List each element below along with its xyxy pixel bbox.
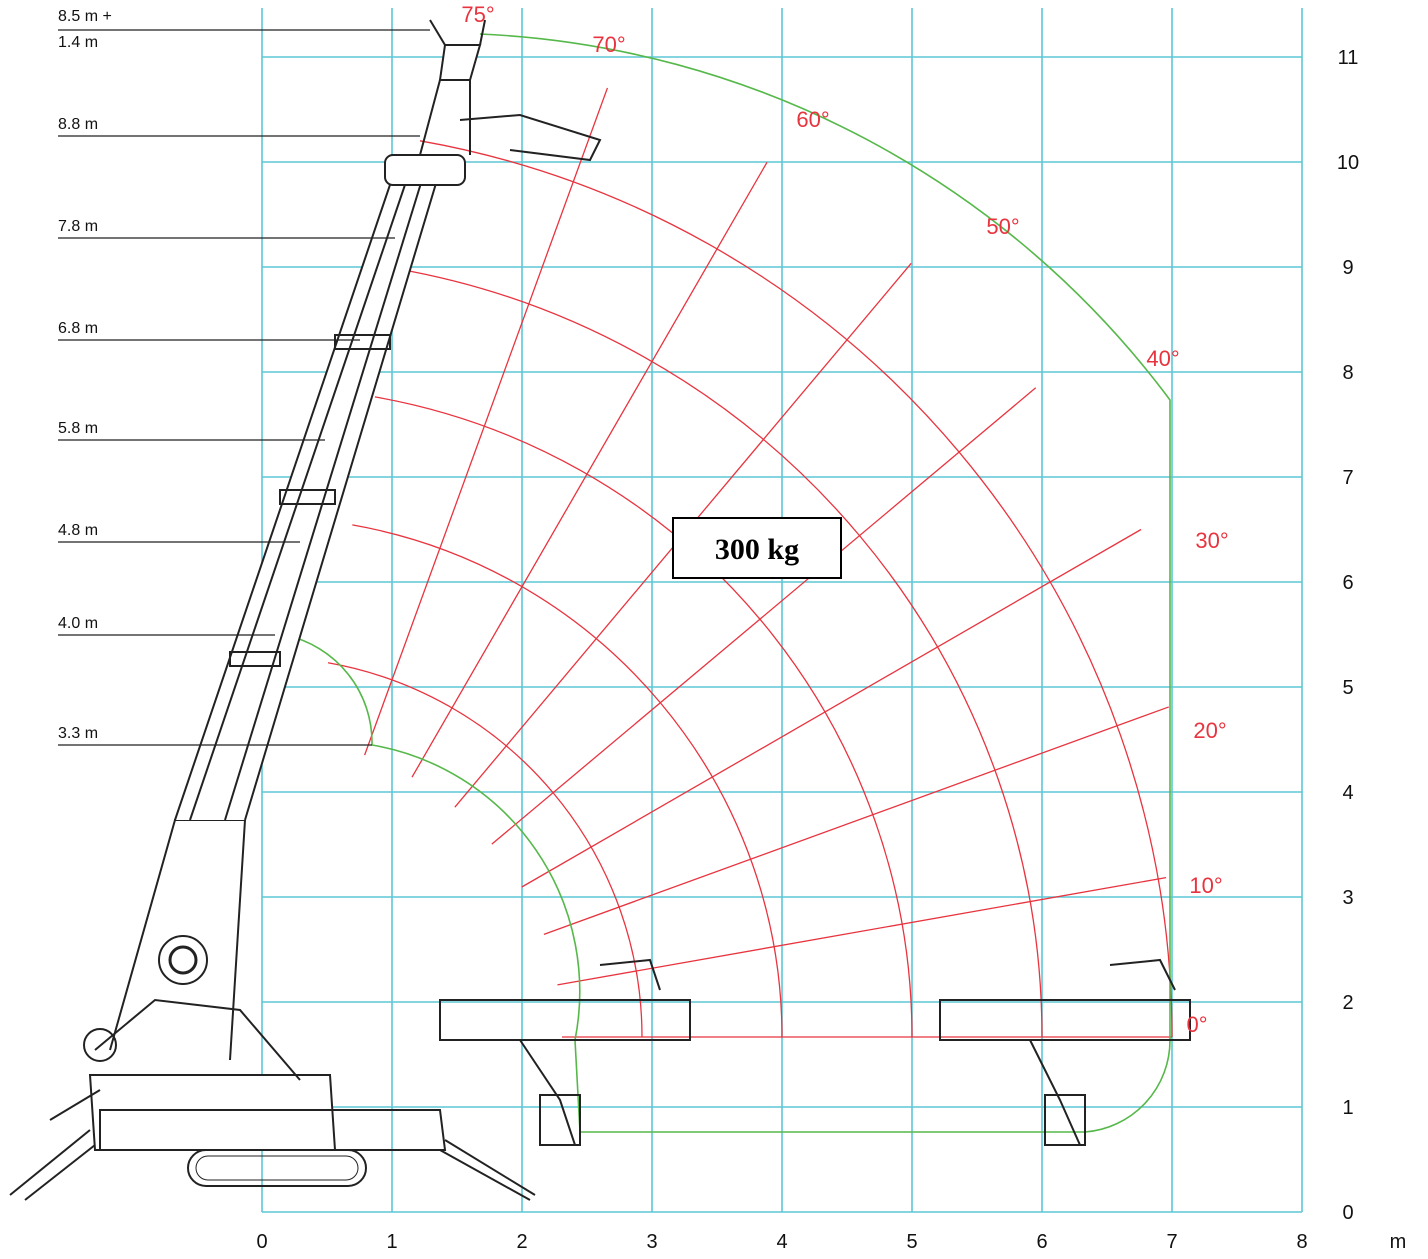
y-tick-label: 10 — [1337, 152, 1359, 174]
angle-ray — [543, 706, 1170, 936]
angle-label: 70° — [592, 32, 625, 57]
y-tick-label: 4 — [1342, 782, 1353, 804]
x-tick-label: 4 — [776, 1231, 787, 1253]
x-tick-label: 0 — [256, 1231, 267, 1253]
y-tick-label: 11 — [1338, 47, 1359, 69]
angle-label: 50° — [986, 214, 1019, 239]
height-label: 8.8 m — [58, 116, 98, 133]
height-label: 4.0 m — [58, 615, 98, 632]
x-tick-label: 7 — [1166, 1231, 1177, 1253]
x-tick-label: 3 — [646, 1231, 657, 1253]
x-unit-label: m — [1390, 1231, 1407, 1253]
angle-ray — [411, 161, 768, 778]
y-tick-label: 9 — [1342, 257, 1353, 279]
y-tick-label: 6 — [1342, 572, 1353, 594]
reach-arcs — [327, 140, 1173, 1038]
x-tick-label: 1 — [386, 1231, 397, 1253]
x-tick-label: 5 — [906, 1231, 917, 1253]
angle-ray — [491, 387, 1037, 845]
angle-ray — [363, 87, 609, 756]
height-label: 6.8 m — [58, 320, 98, 337]
x-tick-label: 2 — [516, 1231, 527, 1253]
labels: 0 1 2 3 4 5 6 7 8 m 0 1 2 3 4 5 6 7 8 9 10 11 0° 10° 20° 30° 40° 50… — [58, 2, 1406, 1253]
y-tick-label: 1 — [1342, 1097, 1353, 1119]
angle-label: 60° — [796, 107, 829, 132]
height-reference-lines — [58, 29, 430, 746]
angle-label: 0° — [1186, 1012, 1207, 1037]
y-tick-label: 0 — [1342, 1202, 1353, 1224]
angle-label: 30° — [1195, 528, 1228, 553]
load-box: 300 kg — [672, 517, 842, 579]
y-tick-label: 2 — [1342, 992, 1353, 1014]
height-label: 7.8 m — [58, 218, 98, 235]
height-label: 3.3 m — [58, 725, 98, 742]
y-tick-label: 3 — [1342, 887, 1353, 909]
y-tick-label: 7 — [1342, 467, 1353, 489]
angle-ray — [557, 876, 1167, 986]
y-tick-label: 8 — [1342, 362, 1353, 384]
angle-label: 75° — [461, 2, 494, 27]
height-label: 1.4 m — [58, 34, 98, 51]
height-label: 4.8 m — [58, 522, 98, 539]
x-tick-label: 6 — [1036, 1231, 1047, 1253]
height-label: 8.5 m + — [58, 8, 112, 25]
angle-label: 10° — [1189, 873, 1222, 898]
grid — [261, 8, 1303, 1213]
angle-ray — [521, 528, 1142, 888]
reach-arc — [327, 662, 643, 1038]
y-tick-label: 5 — [1342, 677, 1353, 699]
x-tick-label: 8 — [1296, 1231, 1307, 1253]
angle-label: 40° — [1146, 346, 1179, 371]
height-label: 5.8 m — [58, 420, 98, 437]
angle-label: 20° — [1193, 718, 1226, 743]
spider-crane-illustration — [9, 19, 1191, 1201]
load-label: 300 kg — [715, 533, 799, 566]
